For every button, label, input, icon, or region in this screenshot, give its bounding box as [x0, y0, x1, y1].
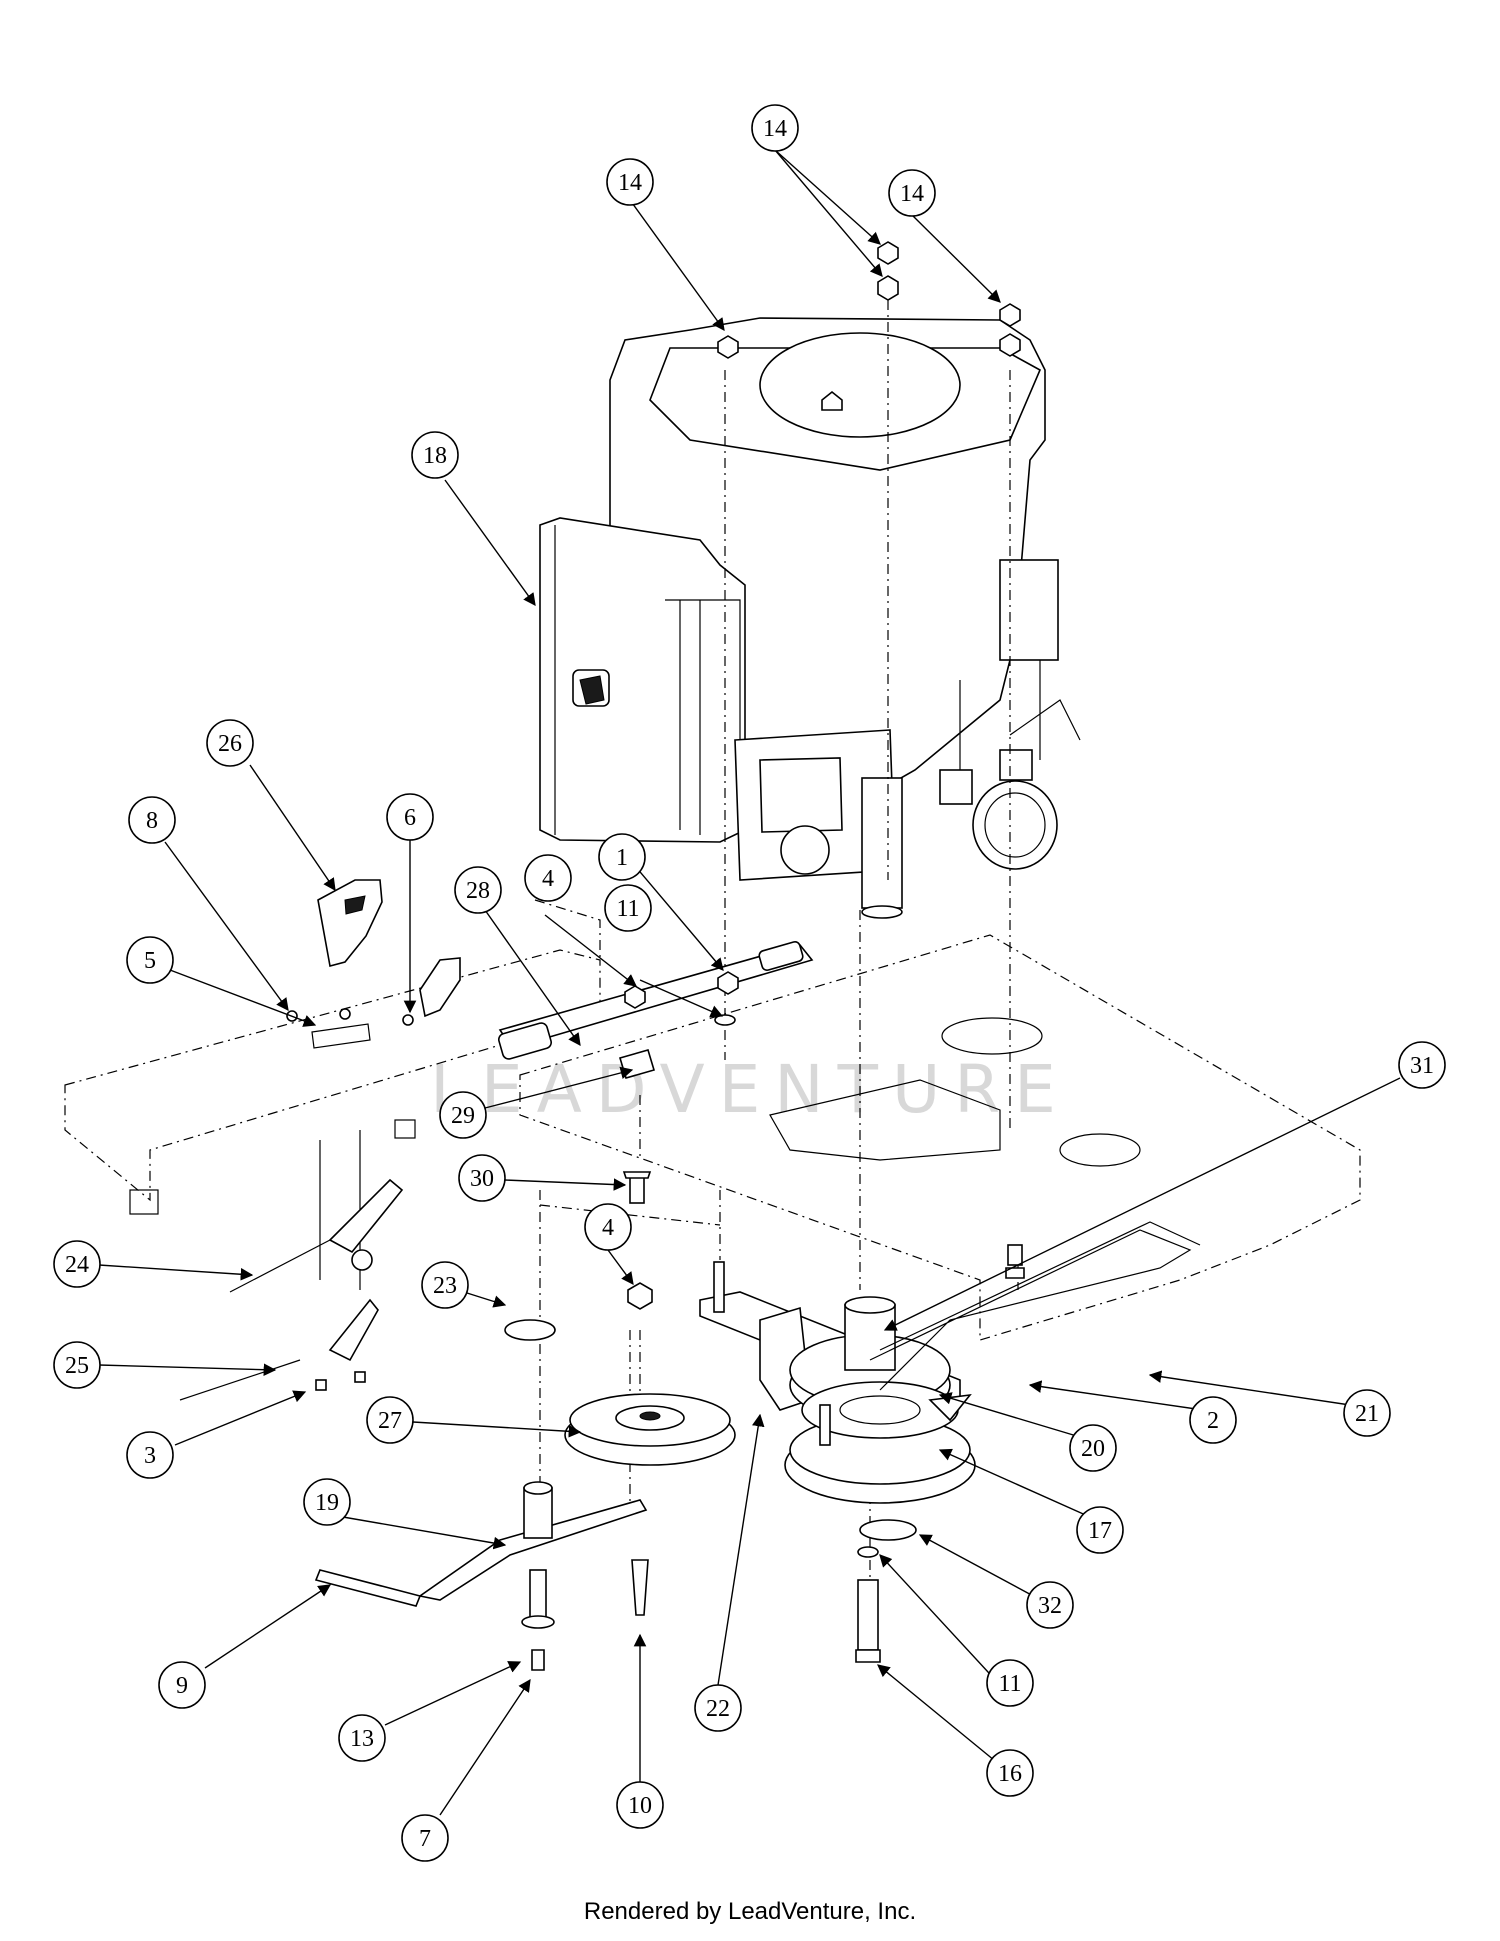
- washers-and-nuts: [504, 971, 917, 1663]
- cable-brackets: [179, 1130, 404, 1401]
- svg-text:1: 1: [616, 845, 628, 871]
- callout-20: 20: [1069, 1424, 1117, 1472]
- svg-text:11: 11: [998, 1671, 1021, 1697]
- callout-8: 8: [128, 796, 176, 844]
- callout-3: 3: [126, 1431, 174, 1479]
- svg-text:25: 25: [65, 1353, 89, 1379]
- svg-text:4: 4: [602, 1215, 614, 1241]
- callout-14c: 14: [888, 169, 936, 217]
- idler-pulley-27: [564, 1393, 736, 1466]
- callout-4b: 4: [584, 1203, 632, 1251]
- svg-text:23: 23: [433, 1273, 457, 1299]
- svg-text:29: 29: [451, 1103, 475, 1129]
- svg-text:22: 22: [706, 1696, 730, 1722]
- footer-credit: Rendered by LeadVenture, Inc.: [583, 1898, 917, 1925]
- svg-text:28: 28: [466, 878, 490, 904]
- svg-text:13: 13: [350, 1726, 374, 1752]
- callout-14b: 14: [751, 104, 799, 152]
- callout-11b: 11: [986, 1659, 1034, 1707]
- callout-30: 30: [458, 1154, 506, 1202]
- chassis-frame: [64, 899, 1361, 1341]
- svg-text:18: 18: [423, 443, 447, 469]
- callout-28: 28: [454, 866, 502, 914]
- assembly-lines: [539, 300, 1019, 1580]
- callout-25: 25: [53, 1341, 101, 1389]
- callout-26: 26: [206, 719, 254, 767]
- svg-text:20: 20: [1081, 1436, 1105, 1462]
- svg-text:8: 8: [146, 808, 158, 834]
- svg-text:3: 3: [144, 1443, 156, 1469]
- callout-32: 32: [1026, 1581, 1074, 1629]
- svg-text:27: 27: [378, 1408, 402, 1434]
- callout-4a: 4: [524, 854, 572, 902]
- callout-5: 5: [126, 936, 174, 984]
- callout-16: 16: [986, 1749, 1034, 1797]
- svg-text:30: 30: [470, 1166, 494, 1192]
- svg-text:21: 21: [1355, 1401, 1379, 1427]
- callout-31: 31: [1398, 1041, 1446, 1089]
- callout-21: 21: [1343, 1389, 1391, 1437]
- engine: [539, 317, 1081, 919]
- callout-19: 19: [303, 1478, 351, 1526]
- svg-text:32: 32: [1038, 1593, 1062, 1619]
- callout-2: 2: [1189, 1396, 1237, 1444]
- callout-24: 24: [53, 1240, 101, 1288]
- watermark-text: LEADVENTURE: [430, 1051, 1070, 1128]
- svg-text:2: 2: [1207, 1408, 1219, 1434]
- svg-text:26: 26: [218, 731, 242, 757]
- tube-28: [498, 940, 814, 1079]
- svg-text:5: 5: [144, 948, 156, 974]
- callout-22: 22: [694, 1684, 742, 1732]
- callout-9: 9: [158, 1661, 206, 1709]
- svg-text:7: 7: [419, 1826, 431, 1852]
- throttle-control: [286, 879, 461, 1049]
- callout-6: 6: [386, 793, 434, 841]
- callout-10: 10: [616, 1781, 664, 1829]
- callout-14a: 14: [606, 158, 654, 206]
- callouts: 14 14 14 18 26 8 6 5 28 4 1 11 29 31 30 …: [53, 104, 1446, 1862]
- idler-arm-19: [314, 1481, 649, 1671]
- svg-text:6: 6: [404, 805, 416, 831]
- clutch-assembly: [699, 1221, 1201, 1504]
- callout-23: 23: [421, 1261, 469, 1309]
- svg-text:17: 17: [1088, 1518, 1112, 1544]
- callout-7: 7: [401, 1814, 449, 1862]
- callout-17: 17: [1076, 1506, 1124, 1554]
- svg-text:14: 14: [618, 170, 642, 196]
- svg-text:24: 24: [65, 1252, 89, 1278]
- svg-text:16: 16: [998, 1761, 1022, 1787]
- svg-text:4: 4: [542, 866, 554, 892]
- svg-text:31: 31: [1410, 1053, 1434, 1079]
- svg-text:9: 9: [176, 1673, 188, 1699]
- svg-text:10: 10: [628, 1793, 652, 1819]
- callout-1: 1: [598, 833, 646, 881]
- nuts-14: [717, 241, 1021, 359]
- svg-text:11: 11: [616, 896, 639, 922]
- callout-18: 18: [411, 431, 459, 479]
- svg-text:19: 19: [315, 1490, 339, 1516]
- svg-text:14: 14: [763, 116, 787, 142]
- callout-13: 13: [338, 1714, 386, 1762]
- leader-lines: [98, 149, 1401, 1816]
- callout-29: 29: [439, 1091, 487, 1139]
- callout-11a: 11: [604, 884, 652, 932]
- svg-text:14: 14: [900, 181, 924, 207]
- callout-27: 27: [366, 1396, 414, 1444]
